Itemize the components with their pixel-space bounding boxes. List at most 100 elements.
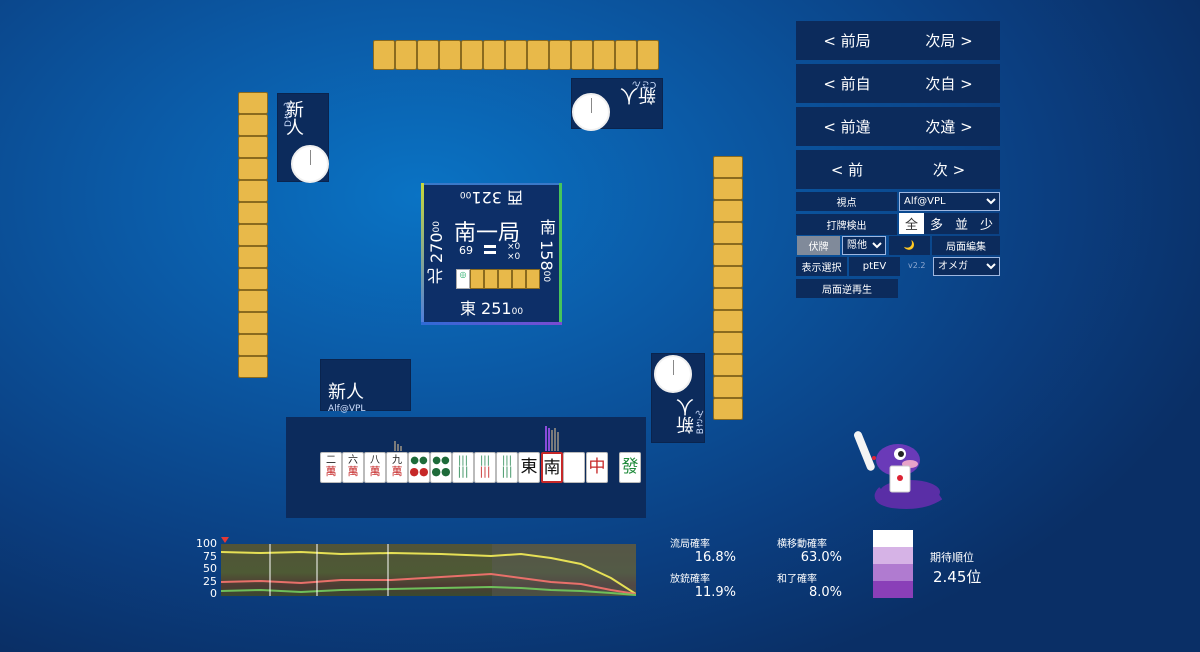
wall-tile [713,156,743,178]
wall-tile [549,40,571,70]
wall-tile [238,356,268,378]
prev-diff-button[interactable]: < 前違 [823,118,871,136]
moon-icon[interactable]: 🌙 [889,236,930,255]
hand-tile-6m[interactable]: 六萬 [342,452,364,483]
wall-tile [713,244,743,266]
wall-tile [373,40,395,70]
mascot-icon [852,430,943,510]
next-step-button[interactable]: 次 > [932,161,966,179]
wall-tile [527,40,549,70]
right-wall [713,156,743,420]
hand-tile-green[interactable]: 發 [619,452,641,483]
graph-y-axis: 100 75 50 25 0 [187,537,217,601]
wall-tile [238,180,268,202]
wall-tile [713,266,743,288]
top-player-plate: 新人 Cさん [571,78,663,131]
north-score: 北 27000 [427,221,446,285]
wall-tile [238,202,268,224]
filter-segment: 全 多 並 少 [899,213,999,234]
hidden-select[interactable]: 隠他 [842,236,886,255]
clock-icon [572,93,610,131]
hand-tile-pin[interactable]: ●●●● [408,452,430,483]
dora-tile: ◎ [456,269,470,289]
prob-bar [554,428,556,451]
prob-bar [397,444,399,451]
hand-tile-9m[interactable]: 九萬 [386,452,408,483]
reverse-replay-button[interactable]: 局面逆再生 [796,279,898,298]
filter-all-button[interactable]: 全 [899,213,924,234]
wall-tile [238,246,268,268]
next-diff-button[interactable]: 次違 > [925,118,973,136]
wall-tile [395,40,417,70]
dora-indicator: ◎ [456,269,540,289]
hand-tile-east[interactable]: 東 [518,452,540,483]
wall-tile [238,136,268,158]
rank-1-box [873,530,913,547]
wall-tile [238,114,268,136]
clock-icon [654,355,692,393]
stick-icon [484,245,496,254]
wall-tile [461,40,483,70]
edit-position-button[interactable]: 局面編集 [932,236,1000,255]
center-board: 西 32100 南一局 69 ×0 ×0 ◎ 北 27000 南 15800 東… [421,183,562,325]
ptev-button[interactable]: ptEV [849,257,900,276]
hand-tile-white[interactable] [563,452,585,483]
prev-round-button[interactable]: < 前局 [823,32,871,50]
wall-tile [238,268,268,290]
filter-normal-button[interactable]: 並 [949,213,974,234]
left-player-plate: 新人 Dさん [277,93,329,183]
prev-self-button[interactable]: < 前自 [823,75,871,93]
hand-tile-sou[interactable]: |||||| [496,452,518,483]
hand-tile-south[interactable]: 南 [541,452,563,483]
player-id: Bさん [696,410,706,435]
south-score: 南 15800 [537,219,556,283]
prob-bar [545,426,547,451]
deal-in-label: 放銃確率 [670,574,710,585]
wall-tile [571,40,593,70]
hand-tile-8m[interactable]: 八萬 [364,452,386,483]
prob-bar [394,441,396,451]
y-tick-label: 75 [203,549,217,563]
y-tick-label: 0 [210,587,217,600]
viewpoint-label: 視点 [796,192,897,211]
wall-tile [505,40,527,70]
discard-detect-label: 打牌検出 [796,214,897,235]
hand-tile-2m[interactable]: 二萬 [320,452,342,483]
hidden-tiles-button[interactable]: 伏牌 [797,236,840,255]
hand-tile-red[interactable]: 中 [586,452,608,483]
win-rate-label: 和了確率 [777,574,817,585]
rank-distribution [873,530,913,598]
hand-tile-sou[interactable]: |||||| [452,452,474,483]
next-self-button[interactable]: 次自 > [925,75,973,93]
filter-many-button[interactable]: 多 [924,213,949,234]
model-select[interactable]: オメガ [933,257,1000,276]
wall-tile [713,376,743,398]
round-title: 南一局 [454,221,521,246]
draw-rate-value: 16.8% [694,550,736,565]
y-tick-label: 100 [196,537,217,550]
hand-tile-sou[interactable]: |||||| [474,452,496,483]
hand-tile-pin[interactable]: ●●●● [430,452,452,483]
dead-wall-tile [512,269,526,289]
dead-wall-tile [526,269,540,289]
dead-wall-tile [470,269,484,289]
wall-tile [417,40,439,70]
draw-rate-label: 流局確率 [670,539,710,550]
rank-4-box [873,581,913,598]
viewpoint-select[interactable]: Alf@VPL [899,192,1000,211]
side-move-label: 横移動確率 [777,539,827,550]
left-wall [238,92,268,378]
next-round-button[interactable]: 次局 > [925,32,973,50]
prev-step-button[interactable]: < 前 [830,161,864,179]
display-select-button[interactable]: 表示選択 [796,257,847,276]
player-id: Alf@VPL [328,404,366,414]
probability-graph[interactable] [220,544,637,596]
wall-tile [238,334,268,356]
wall-tile [713,288,743,310]
y-tick-label: 25 [203,574,217,588]
filter-few-button[interactable]: 少 [974,213,999,234]
expected-rank-label: 期待順位 [930,551,974,564]
wall-tile [238,224,268,246]
wall-tile [593,40,615,70]
west-score: 西 32100 [459,188,524,207]
